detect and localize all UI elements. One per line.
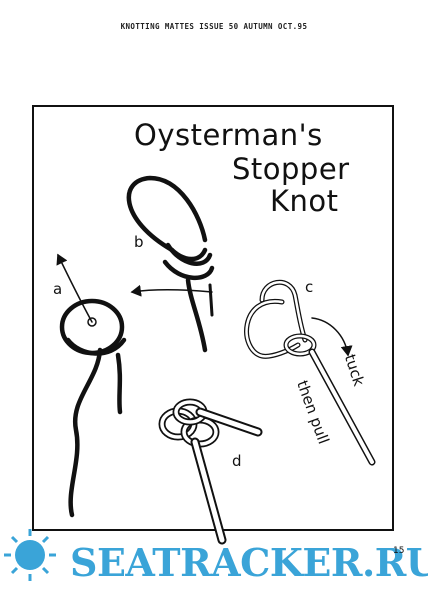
watermark: SEATRACKER.RU xyxy=(70,540,428,585)
label-c: c xyxy=(305,278,314,296)
page-number: 15 xyxy=(393,546,405,556)
title-line-2: Stopper xyxy=(232,152,350,186)
diagram-c xyxy=(244,279,376,466)
title-line-3: Knot xyxy=(270,184,339,218)
illustration-frame xyxy=(32,105,394,531)
sun-logo-icon xyxy=(4,529,56,581)
label-b: b xyxy=(134,233,144,251)
label-a: a xyxy=(53,280,63,298)
diagram-b xyxy=(126,175,215,353)
diagram-d xyxy=(158,398,263,545)
title-line-1: Oysterman's xyxy=(134,118,323,152)
journal-header: KNOTTING MATTES ISSUE 50 AUTUMN OCT.95 xyxy=(120,22,308,31)
diagram-a xyxy=(56,253,127,518)
label-d: d xyxy=(232,452,242,470)
